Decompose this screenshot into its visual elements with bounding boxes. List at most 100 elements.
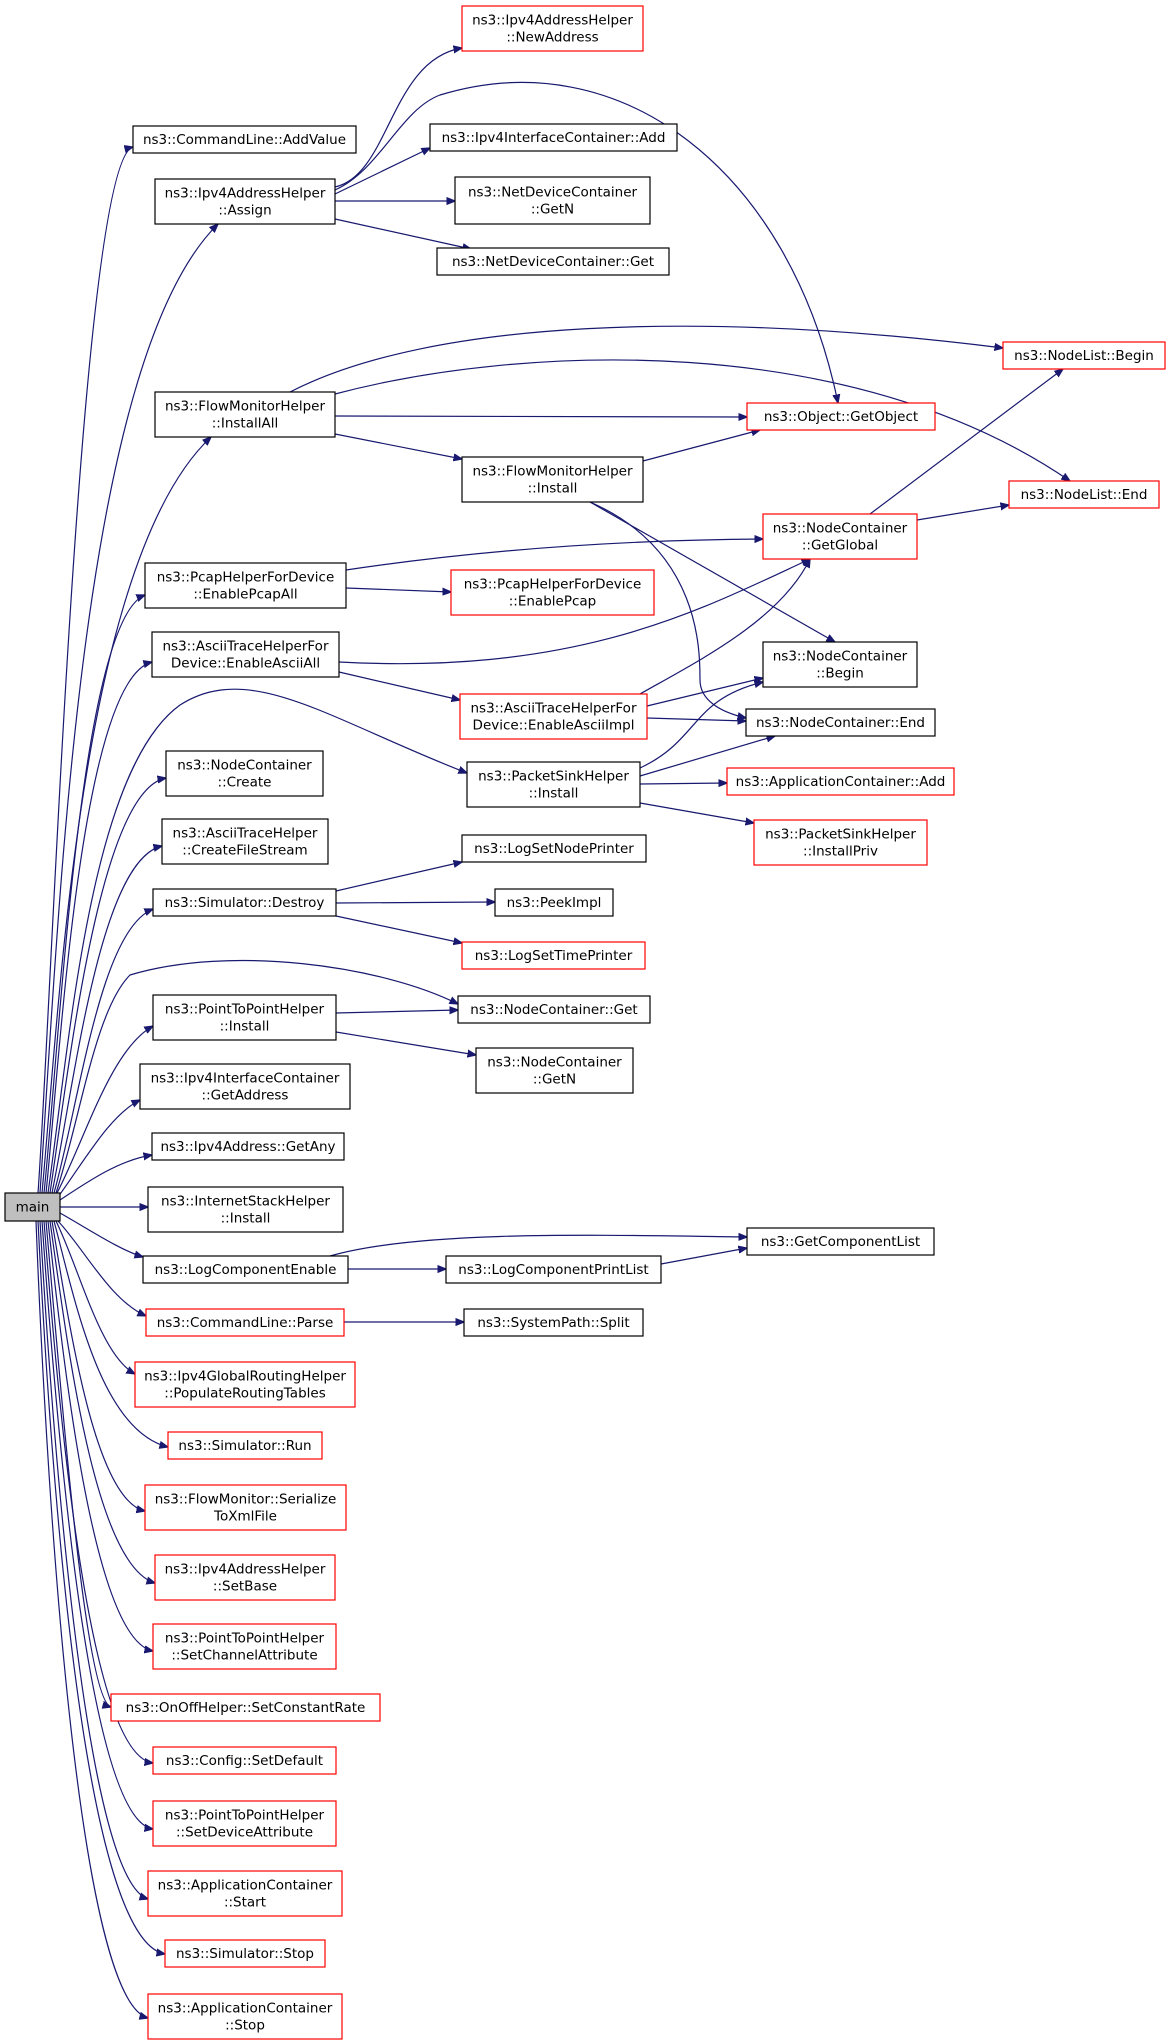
- node-nc-getn[interactable]: ns3::NodeContainer::GetN: [475, 1047, 634, 1094]
- edge-assign-to-newaddress: [334, 48, 462, 188]
- node-nc-get[interactable]: ns3::NodeContainer::Get: [457, 995, 651, 1024]
- node-nodelist-begin[interactable]: ns3::NodeList::Begin: [1002, 341, 1166, 370]
- node-fmh-install[interactable]: ns3::FlowMonitorHelper::Install: [461, 456, 644, 503]
- node-enableasciiimpl[interactable]: ns3::AsciiTraceHelperForDevice::EnableAs…: [459, 693, 648, 740]
- node-peekimpl[interactable]: ns3::PeekImpl: [494, 888, 614, 917]
- node-box: [494, 888, 614, 917]
- node-logcomponentenable[interactable]: ns3::LogComponentEnable: [142, 1255, 349, 1284]
- node-label: ns3::Ipv4AddressHelper: [165, 1562, 326, 1578]
- node-psh-install[interactable]: ns3::PacketSinkHelper::Install: [466, 761, 641, 808]
- node-box: [753, 819, 928, 866]
- node-main[interactable]: main: [4, 1192, 61, 1222]
- node-box: [147, 1993, 343, 2040]
- node-box: [167, 1431, 323, 1460]
- node-config-setdefault[interactable]: ns3::Config::SetDefault: [152, 1746, 337, 1775]
- node-enableasciiall[interactable]: ns3::AsciiTraceHelperForDevice::EnableAs…: [151, 631, 340, 678]
- node-populaterouting[interactable]: ns3::Ipv4GlobalRoutingHelper::PopulateRo…: [134, 1361, 356, 1408]
- node-ac-stop[interactable]: ns3::ApplicationContainer::Stop: [147, 1993, 343, 2040]
- node-box: [475, 1047, 634, 1094]
- node-box: [145, 1308, 345, 1337]
- node-box: [152, 888, 337, 917]
- node-box: [466, 761, 641, 808]
- node-sim-destroy[interactable]: ns3::Simulator::Destroy: [152, 888, 337, 917]
- node-box: [762, 641, 918, 688]
- edge-main-to-nc_get: [55, 959, 458, 1194]
- node-setbase[interactable]: ns3::Ipv4AddressHelper::SetBase: [154, 1554, 336, 1601]
- node-label: ns3::PacketSinkHelper: [478, 769, 629, 785]
- node-box: [1008, 480, 1160, 509]
- node-label: ns3::ApplicationContainer::Add: [736, 774, 946, 790]
- edge-main-to-enableasciiall: [45, 662, 152, 1194]
- node-label: ns3::CommandLine::Parse: [157, 1315, 334, 1331]
- node-ac-start[interactable]: ns3::ApplicationContainer::Start: [147, 1870, 343, 1917]
- node-ifc-getaddress[interactable]: ns3::Ipv4InterfaceContainer::GetAddress: [139, 1063, 351, 1110]
- node-box: [144, 562, 347, 609]
- node-label: ::Begin: [816, 666, 864, 682]
- edge-main-to-setdeviceattr: [41, 1220, 153, 1829]
- node-ndc-get[interactable]: ns3::NetDeviceContainer::Get: [436, 247, 670, 276]
- node-setdeviceattr[interactable]: ns3::PointToPointHelper::SetDeviceAttrib…: [152, 1800, 337, 1847]
- node-label: ::EnablePcap: [509, 594, 597, 610]
- node-sim-run[interactable]: ns3::Simulator::Run: [167, 1431, 323, 1460]
- node-split[interactable]: ns3::SystemPath::Split: [463, 1308, 644, 1337]
- node-nc-end[interactable]: ns3::NodeContainer::End: [745, 708, 936, 737]
- node-box: [151, 1132, 345, 1161]
- node-label: ::Stop: [225, 2018, 265, 2034]
- node-assign[interactable]: ns3::Ipv4AddressHelper::Assign: [154, 178, 336, 225]
- node-enablepcapall[interactable]: ns3::PcapHelperForDevice::EnablePcapAll: [144, 562, 347, 609]
- node-nc-create[interactable]: ns3::NodeContainer::Create: [165, 750, 324, 797]
- edge-main-to-enablepcapall: [43, 595, 145, 1194]
- edge-main-to-fmh_installall: [41, 437, 211, 1194]
- node-lognodeprinter[interactable]: ns3::LogSetNodePrinter: [461, 834, 647, 863]
- node-setconstantrate[interactable]: ns3::OnOffHelper::SetConstantRate: [110, 1693, 381, 1722]
- node-setchannelattr[interactable]: ns3::PointToPointHelper::SetChannelAttri…: [152, 1623, 337, 1670]
- node-nodelist-end[interactable]: ns3::NodeList::End: [1008, 480, 1160, 509]
- node-cl-parse[interactable]: ns3::CommandLine::Parse: [145, 1308, 345, 1337]
- node-label: ns3::Config::SetDefault: [166, 1753, 323, 1769]
- node-box: [454, 176, 651, 225]
- node-label: ::Install: [528, 481, 578, 497]
- node-p2p-install[interactable]: ns3::PointToPointHelper::Install: [152, 994, 337, 1041]
- node-label: ns3::LogSetTimePrinter: [475, 948, 633, 964]
- node-getcomponentlist[interactable]: ns3::GetComponentList: [746, 1227, 935, 1256]
- node-label: ::Assign: [218, 203, 271, 219]
- node-enablepcap[interactable]: ns3::PcapHelperForDevice::EnablePcap: [450, 569, 655, 616]
- edges-layer: [35, 48, 1070, 2018]
- node-addvalue[interactable]: ns3::CommandLine::AddValue: [132, 125, 357, 154]
- node-ac-add[interactable]: ns3::ApplicationContainer::Add: [726, 767, 955, 796]
- node-ish-install[interactable]: ns3::InternetStackHelper::Install: [147, 1186, 344, 1233]
- node-label: ns3::PcapHelperForDevice: [464, 577, 642, 593]
- node-logcomponentprintlist[interactable]: ns3::LogComponentPrintList: [445, 1255, 662, 1284]
- node-label: ns3::Simulator::Run: [178, 1438, 311, 1454]
- edge-enableasciiimpl-to-nc_end: [646, 718, 746, 721]
- edge-sim_destroy-to-peekimpl: [335, 902, 495, 903]
- node-sim-stop[interactable]: ns3::Simulator::Stop: [164, 1939, 326, 1968]
- node-nc-getglobal[interactable]: ns3::NodeContainer::GetGlobal: [762, 513, 918, 560]
- node-label: ::GetN: [533, 1072, 576, 1088]
- node-box: [746, 1227, 935, 1256]
- node-label: ::GetAddress: [202, 1088, 289, 1104]
- node-ifc-add[interactable]: ns3::Ipv4InterfaceContainer::Add: [429, 123, 678, 152]
- node-ndc-getn[interactable]: ns3::NetDeviceContainer::GetN: [454, 176, 651, 225]
- node-label: ns3::Ipv4Address::GetAny: [160, 1139, 335, 1155]
- edge-main-to-psh_install: [47, 688, 467, 1194]
- node-psh-installpriv[interactable]: ns3::PacketSinkHelper::InstallPriv: [753, 819, 928, 866]
- node-ipv4-getany[interactable]: ns3::Ipv4Address::GetAny: [151, 1132, 345, 1161]
- edge-enablepcapall-to-enablepcap: [345, 588, 451, 592]
- node-label: ::SetBase: [213, 1579, 277, 1595]
- edge-psh_install-to-psh_installpriv: [639, 802, 754, 823]
- node-nc-begin[interactable]: ns3::NodeContainer::Begin: [762, 641, 918, 688]
- node-label: ns3::ApplicationContainer: [158, 1878, 333, 1894]
- edge-psh_install-to-ac_add: [639, 783, 727, 784]
- node-logtimeprinter[interactable]: ns3::LogSetTimePrinter: [461, 941, 646, 970]
- node-newaddress[interactable]: ns3::Ipv4AddressHelper::NewAddress: [461, 5, 644, 52]
- node-label: ns3::ApplicationContainer: [158, 2001, 333, 2017]
- edge-enableasciiimpl-to-nc_begin: [646, 678, 763, 707]
- node-box: [164, 1939, 326, 1968]
- node-getobject[interactable]: ns3::Object::GetObject: [746, 402, 936, 431]
- node-createfilestream[interactable]: ns3::AsciiTraceHelper::CreateFileStream: [161, 818, 329, 865]
- node-label: ns3::Ipv4InterfaceContainer::Add: [442, 130, 666, 146]
- node-fmh-installall[interactable]: ns3::FlowMonitorHelper::InstallAll: [154, 391, 336, 438]
